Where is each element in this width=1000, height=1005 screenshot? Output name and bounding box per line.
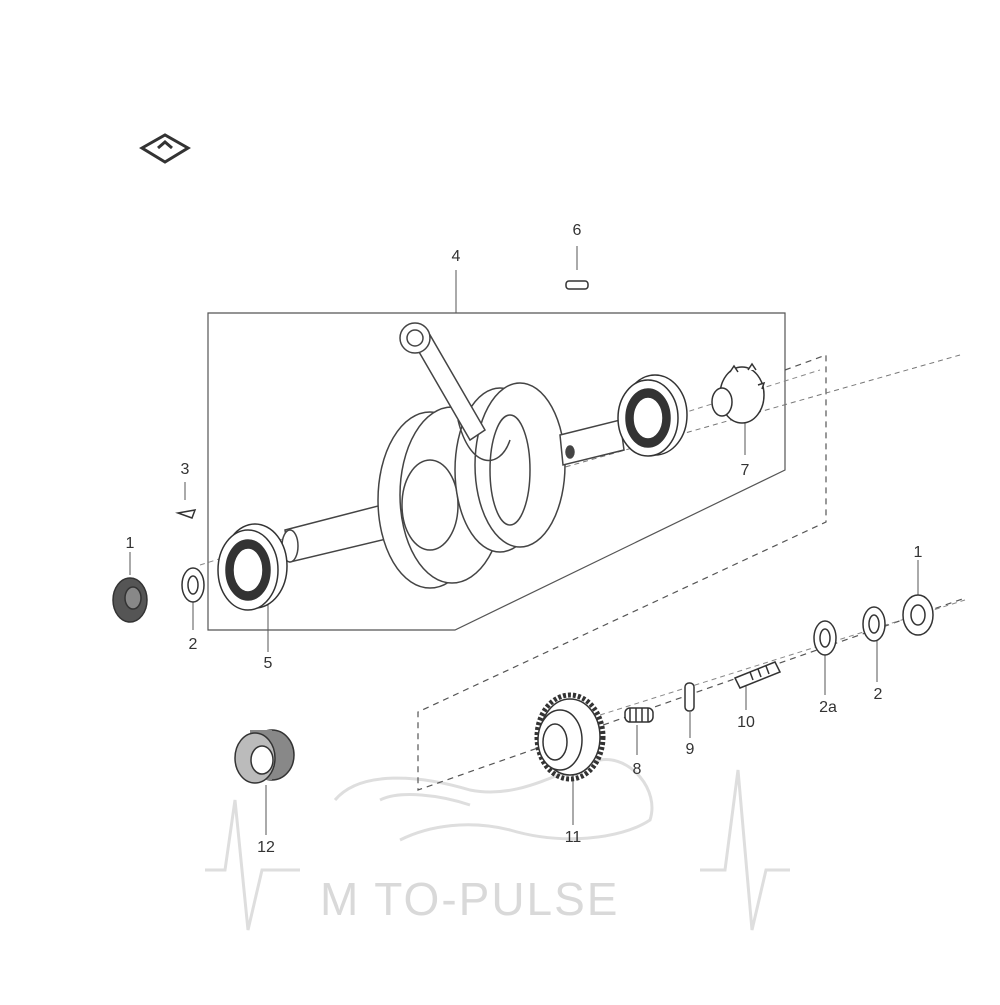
bearing-left xyxy=(217,523,288,611)
spring xyxy=(624,707,654,723)
callout-11: 11 xyxy=(564,829,582,846)
crankshaft xyxy=(281,322,625,589)
callout-8: 8 xyxy=(632,761,642,778)
callout-4: 4 xyxy=(451,248,461,265)
timing-sprocket xyxy=(711,362,766,424)
balancer-bolt xyxy=(733,661,782,689)
callout-12: 12 xyxy=(257,839,275,856)
callout-2-left: 2 xyxy=(188,636,198,653)
callout-10: 10 xyxy=(737,714,755,731)
assembly-frame-crankshaft xyxy=(207,312,786,631)
balancer-pin xyxy=(684,682,695,712)
watermark-text: M TO-PULSE xyxy=(320,873,620,925)
callout-7: 7 xyxy=(740,462,750,479)
assembly-frame-dashed xyxy=(417,354,966,791)
dowel-pin xyxy=(565,280,589,290)
callout-9: 9 xyxy=(685,741,695,758)
callout-2-right: 2 xyxy=(873,686,883,703)
callout-2a: 2a xyxy=(819,699,837,716)
callout-3: 3 xyxy=(180,461,190,478)
callout-6: 6 xyxy=(572,222,582,239)
bushing xyxy=(234,729,295,784)
diamond-arrow-icon xyxy=(139,133,191,164)
woodruff-key xyxy=(175,509,197,519)
callout-1-right: 1 xyxy=(913,544,923,561)
washer-2a xyxy=(813,620,837,656)
watermark-logo xyxy=(205,758,790,931)
bearing-right xyxy=(617,374,688,457)
callout-5: 5 xyxy=(263,655,273,672)
nut-right xyxy=(902,594,934,636)
callout-1-left: 1 xyxy=(125,535,135,552)
washer-right xyxy=(862,606,886,642)
balancer-gear xyxy=(534,692,606,782)
nut-left xyxy=(112,577,148,623)
washer-left xyxy=(181,567,205,603)
